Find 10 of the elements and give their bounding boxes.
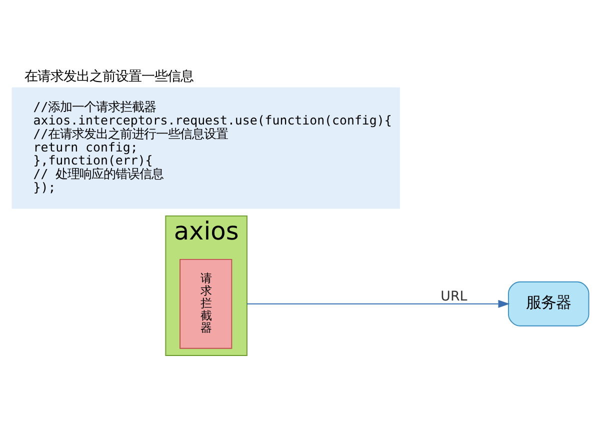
label: return config; [33,138,138,154]
diagram-title: 在请求发出之前设置一些信息 [24,68,194,84]
label: //添加一个请求拦截器 [33,98,156,114]
label: }); [33,178,56,194]
edge-label: URL [440,288,468,304]
node-box: 请求拦截器 [180,258,232,348]
arrow [246,299,510,308]
label: axios.interceptors.request.use(function(config){ [33,112,392,128]
label: // 处理响应的错误信息 [33,166,164,181]
node-box: 服务器 [508,280,590,326]
